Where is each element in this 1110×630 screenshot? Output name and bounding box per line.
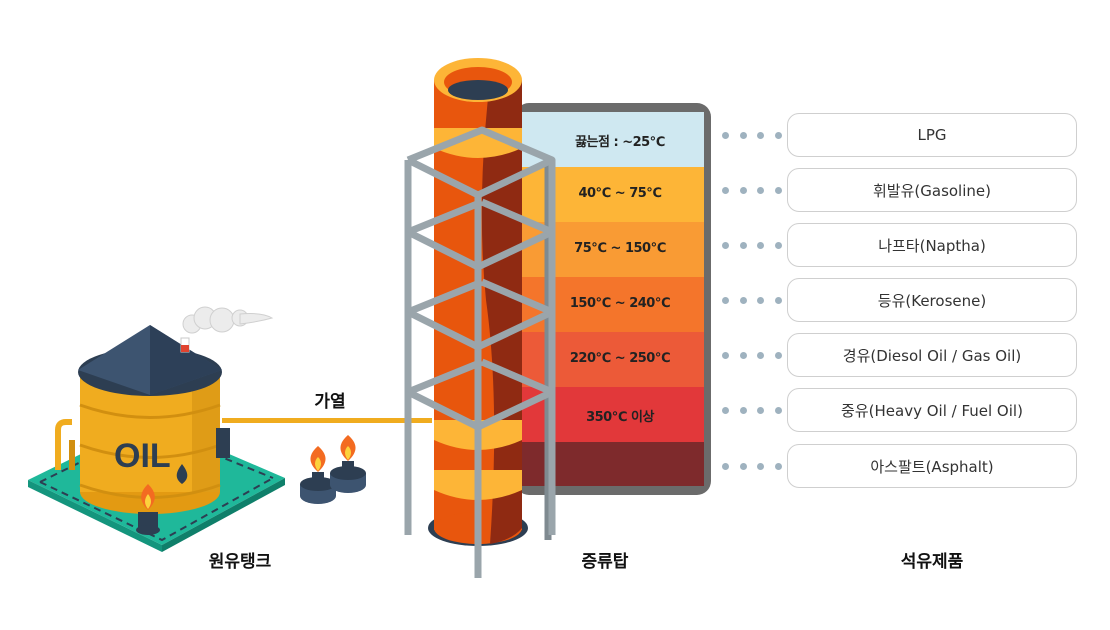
burner-icon xyxy=(330,435,366,493)
band-label-diesel: 220℃ ~ 250℃ xyxy=(569,351,671,366)
tower-caption: 증류탑 xyxy=(581,552,629,572)
connector-dots xyxy=(722,296,782,304)
connector-dots xyxy=(722,462,782,470)
connector-dots xyxy=(722,186,782,194)
product-asphalt: 아스팔트(Asphalt) xyxy=(787,444,1077,488)
band-label-gasoline: 40℃ ~ 75℃ xyxy=(578,186,662,201)
band-label-boiling: 끓는점 : ~25℃ xyxy=(575,135,665,150)
product-naptha: 나프타(Naptha) xyxy=(787,223,1077,267)
burner-icon xyxy=(300,446,336,504)
product-diesel: 경유(Diesol Oil / Gas Oil) xyxy=(787,333,1077,377)
connector-dots xyxy=(722,241,782,249)
band-label-kerosene: 150℃ ~ 240℃ xyxy=(569,296,671,311)
connector-dots xyxy=(722,351,782,359)
distillation-tower xyxy=(404,58,556,578)
heating-pipe xyxy=(222,418,432,423)
pipe-label: 가열 xyxy=(314,392,346,412)
product-gasoline: 휘발유(Gasoline) xyxy=(787,168,1077,212)
tank-text: OIL xyxy=(114,437,171,475)
oil-tank xyxy=(55,306,274,535)
product-heavy-oil: 중유(Heavy Oil / Fuel Oil) xyxy=(787,388,1077,432)
connector-dots xyxy=(722,406,782,414)
band-label-naptha: 75℃ ~ 150℃ xyxy=(574,241,666,256)
product-kerosene: 등유(Kerosene) xyxy=(787,278,1077,322)
tank-caption: 원유탱크 xyxy=(208,552,272,572)
products-caption: 석유제품 xyxy=(900,552,964,572)
connector-dots xyxy=(722,131,782,139)
band-label-heavy: 350℃ 이상 xyxy=(586,410,654,425)
product-lpg: LPG xyxy=(787,113,1077,157)
